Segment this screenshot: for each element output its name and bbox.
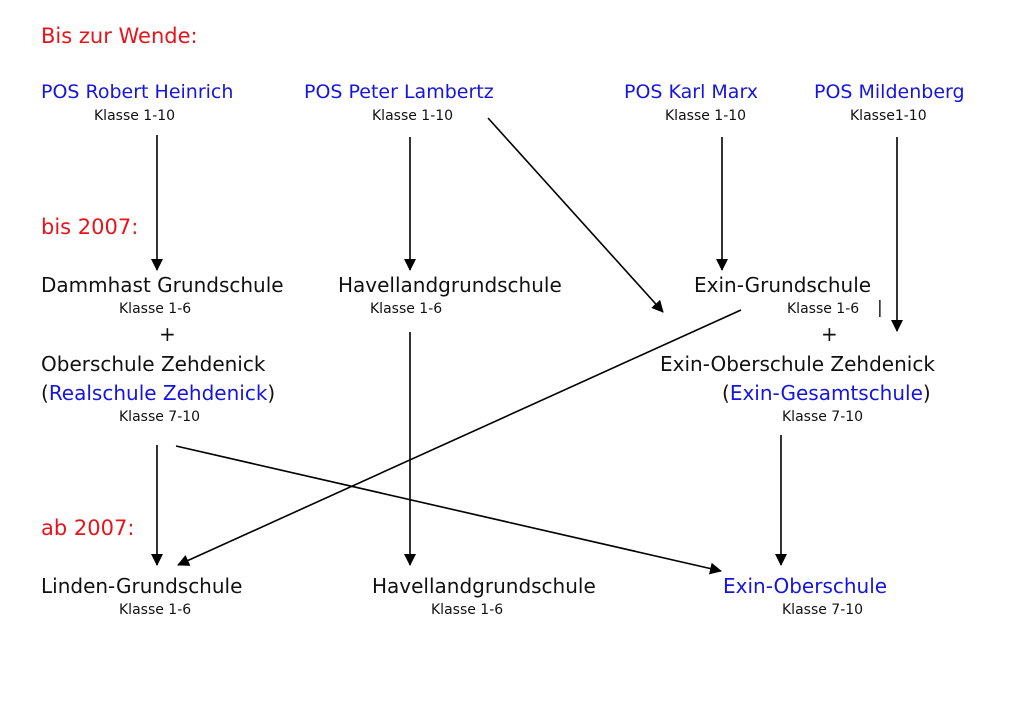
linden-grundschule: Linden-Grundschule — [41, 574, 243, 598]
pos-karl-marx-grades: Klasse 1-10 — [665, 108, 747, 124]
pos-robert-heinrich: POS Robert Heinrich — [41, 81, 234, 103]
section-before-wende: Bis zur Wende: — [41, 24, 198, 48]
section-until-2007: bis 2007: — [41, 215, 139, 239]
havellandgrundschule-ab-2007: Havellandgrundschule — [372, 574, 596, 598]
pos-karl-marx: POS Karl Marx — [624, 81, 758, 103]
section-from-2007: ab 2007: — [41, 516, 135, 540]
pos-mildenberg-grades: Klasse1-10 — [850, 108, 927, 124]
realschule-zehdenick: Realschule Zehdenick — [48, 381, 268, 405]
plus-right: + — [821, 322, 838, 346]
havellandgrundschule-2007-grades: Klasse 1-6 — [370, 301, 443, 317]
oberschule-zehdenick: Oberschule Zehdenick — [41, 352, 266, 376]
paren-close: ) — [922, 381, 931, 405]
arrow-lambertz-to-exin-grundschule — [487, 117, 664, 313]
oberschule-zehdenick-grades: Klasse 7-10 — [119, 409, 201, 425]
paren-open: ( — [722, 381, 730, 405]
exin-oberschule-grades: Klasse 7-10 — [782, 602, 864, 618]
exin-grundschule-marker: | — [877, 298, 883, 318]
pos-peter-lambertz: POS Peter Lambertz — [304, 81, 494, 103]
realschule-zehdenick-line: (Realschule Zehdenick) — [41, 383, 275, 403]
exin-oberschule-zehdenick-grades: Klasse 7-10 — [782, 409, 864, 425]
exin-grundschule-grades: Klasse 1-6 — [787, 301, 860, 317]
paren-close: ) — [267, 381, 276, 405]
exin-gesamtschule-line: (Exin-Gesamtschule) — [722, 383, 931, 403]
exin-grundschule: Exin-Grundschule — [694, 273, 872, 297]
linden-grundschule-grades: Klasse 1-6 — [119, 602, 192, 618]
exin-gesamtschule: Exin-Gesamtschule — [729, 381, 923, 405]
arrow-exin-grundschule-to-linden — [177, 309, 742, 566]
arrow-oberschule-to-exin-oberschule — [175, 445, 722, 575]
pos-peter-lambertz-grades: Klasse 1-10 — [372, 108, 454, 124]
havellandgrundschule-ab-2007-grades: Klasse 1-6 — [431, 602, 504, 618]
plus-left: + — [159, 322, 176, 346]
havellandgrundschule-2007: Havellandgrundschule — [338, 273, 562, 297]
pos-robert-heinrich-grades: Klasse 1-10 — [94, 108, 176, 124]
dammhast-grundschule: Dammhast Grundschule — [41, 273, 284, 297]
exin-oberschule: Exin-Oberschule — [723, 574, 888, 598]
dammhast-grundschule-grades: Klasse 1-6 — [119, 301, 192, 317]
paren-open: ( — [41, 381, 49, 405]
pos-mildenberg: POS Mildenberg — [814, 81, 965, 103]
exin-oberschule-zehdenick: Exin-Oberschule Zehdenick — [660, 352, 935, 376]
